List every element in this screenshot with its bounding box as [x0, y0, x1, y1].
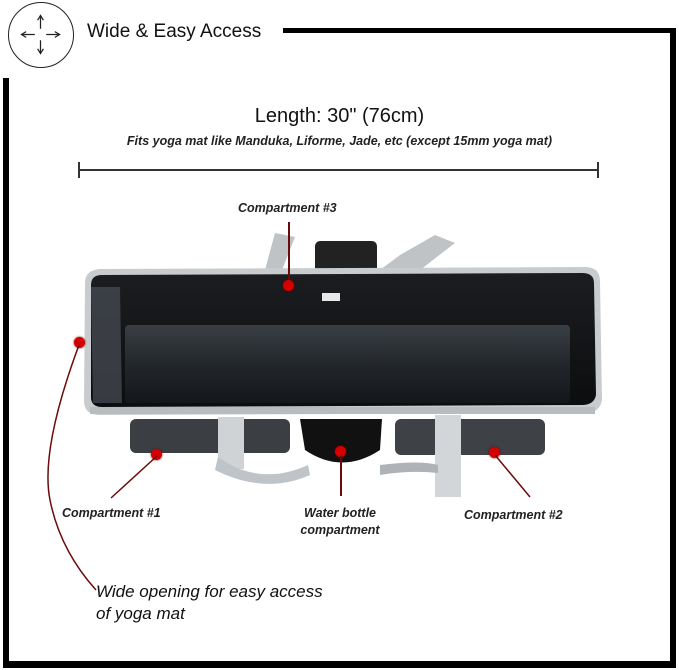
- length-title: Length: 30" (76cm): [254, 105, 425, 127]
- leader-line-compartment-1: [110, 455, 158, 499]
- callout-compartment-1-label: Compartment #1: [62, 506, 161, 520]
- callout-water-bottle-line1: Water bottle: [304, 506, 376, 520]
- leader-line-compartment-3: [288, 222, 290, 284]
- frame-border-top: [283, 28, 676, 33]
- frame-border-bottom: [3, 661, 676, 668]
- callout-dot-compartment-2: [489, 447, 500, 458]
- dimension-line-cap-right: [597, 162, 599, 178]
- leader-line-water-bottle: [340, 456, 342, 496]
- frame-border-left: [3, 78, 9, 668]
- callout-wide-opening-line2: of yoga mat: [96, 604, 185, 623]
- callout-dot-water-bottle: [335, 446, 346, 457]
- fits-note: Fits yoga mat like Manduka, Liforme, Jad…: [126, 134, 553, 148]
- callout-compartment-3-label: Compartment #3: [238, 201, 337, 215]
- leader-line-wide-opening: [47, 344, 97, 591]
- callout-water-bottle-line2: compartment: [300, 523, 380, 537]
- frame-border-right: [670, 28, 676, 668]
- leader-line-compartment-2: [494, 454, 531, 498]
- dimension-line: [79, 169, 599, 171]
- header-title: Wide & Easy Access: [87, 21, 262, 42]
- callout-dot-compartment-1: [151, 449, 162, 460]
- callout-dot-wide-opening: [74, 337, 85, 348]
- callout-compartment-2-label: Compartment #2: [464, 508, 563, 522]
- yoga-bag-illustration: [84, 233, 602, 497]
- callout-wide-opening-line1: Wide opening for easy access: [96, 582, 323, 601]
- four-way-arrows-icon: [8, 2, 74, 68]
- callout-dot-compartment-3: [283, 280, 294, 291]
